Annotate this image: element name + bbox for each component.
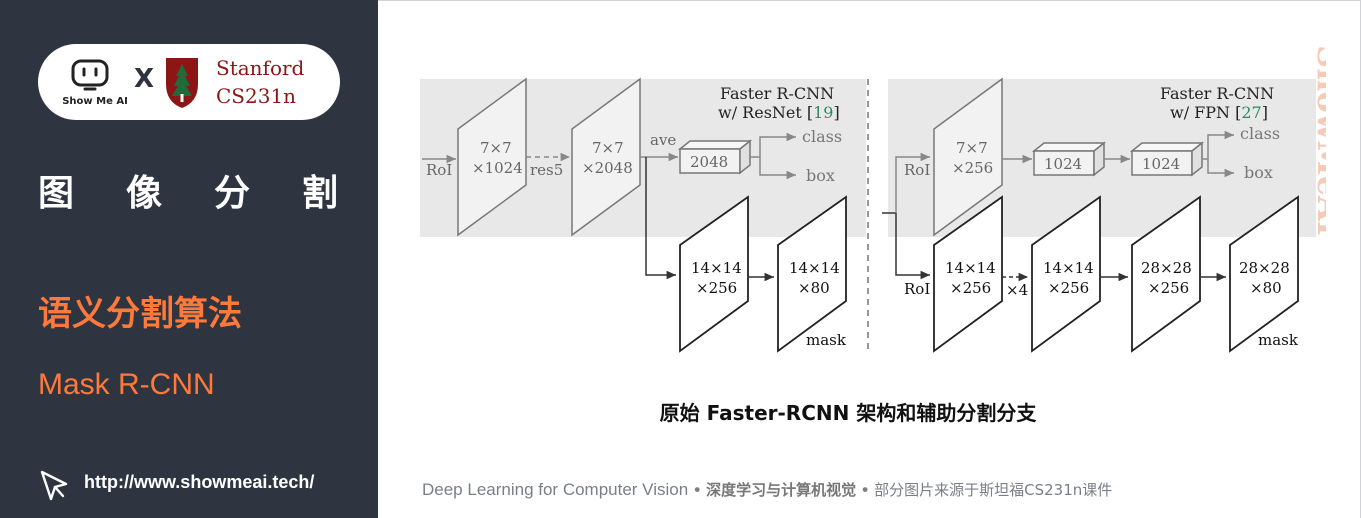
right-x4-label: ×4 (1006, 281, 1028, 299)
left-title-line1: Faster R-CNN (720, 84, 834, 103)
showmeai-robot-icon (71, 59, 109, 91)
right-vec1-front (1033, 150, 1095, 176)
stanford-tree-icon (166, 58, 198, 108)
footer-separator: • (694, 480, 701, 499)
left-box1-line1: 7×7 (480, 139, 512, 157)
watermark-text: ShowMeAI (1310, 45, 1326, 236)
footer-separator: • (862, 480, 869, 499)
left-box2-line2: ×2048 (582, 159, 633, 177)
website-link[interactable]: http://www.showmeai.tech/ (84, 472, 315, 492)
left-res5-label: res5 (530, 161, 563, 179)
logo-separator: X (134, 64, 155, 94)
right-m2-line1: 14×14 (1043, 259, 1094, 277)
logo-badge: Show Me AI X Stanford CS231n (38, 44, 340, 120)
right-roi-bottom-label: RoI (904, 280, 930, 298)
right-vec2-front (1131, 150, 1193, 176)
left-arrow-box (759, 157, 796, 180)
left-arrow-class (759, 132, 796, 157)
left-vector-box (677, 140, 753, 150)
right-m4-line2: ×80 (1250, 279, 1282, 297)
right-mask-box-4 (1229, 195, 1299, 353)
right-box1-line1: 7×7 (956, 139, 988, 157)
footer-course-en: Deep Learning for Computer Vision (422, 480, 689, 499)
cursor-pointer-icon (40, 470, 68, 501)
showmeai-watermark: ShowMeAI (1310, 45, 1326, 236)
sidebar: Show Me AI X Stanford CS231n 图 像 分 割 语义分… (0, 0, 378, 518)
left-ave-label: ave (650, 131, 676, 149)
right-m1-line1: 14×14 (945, 259, 996, 277)
right-vec1-label: 1024 (1044, 155, 1082, 173)
left-class-label: class (802, 127, 842, 146)
topic-heading: 语义分割算法 (38, 294, 242, 334)
right-arrow-class (1207, 130, 1234, 159)
footer-credit: 部分图片来源于斯坦福CS231n课件 (874, 481, 1113, 499)
right-m4-line1: 28×28 (1239, 259, 1290, 277)
slide-content: Faster R-CNN w/ ResNet [19] RoI 7×7 ×102… (378, 0, 1361, 518)
right-m3-line1: 28×28 (1141, 259, 1192, 277)
left-mask-label: mask (806, 331, 847, 349)
section-title-char: 分 (213, 173, 250, 214)
left-mask2-line2: ×80 (798, 279, 830, 297)
left-mask1-line2: ×256 (696, 279, 737, 297)
left-vector-side (739, 139, 751, 175)
left-feature-box-2 (571, 77, 641, 237)
stanford-name: Stanford (216, 56, 305, 80)
left-mask1-line1: 14×14 (691, 259, 742, 277)
left-box-label: box (806, 166, 835, 185)
right-vec2-label: 1024 (1142, 155, 1180, 173)
section-title-char: 图 (38, 173, 75, 214)
section-title: 图 像 分 割 (38, 164, 338, 216)
right-mask-label: mask (1258, 331, 1299, 349)
right-vec1-side (1093, 141, 1105, 177)
left-mask-box-1 (679, 195, 749, 353)
right-m2-line2: ×256 (1048, 279, 1089, 297)
left-box2-line1: 7×7 (592, 139, 624, 157)
left-feature-box-1 (457, 77, 527, 237)
right-box1-line2: ×256 (952, 159, 993, 177)
right-vec1-top (1031, 142, 1107, 152)
left-box1-line2: ×1024 (472, 159, 523, 177)
figure-caption: 原始 Faster-RCNN 架构和辅助分割分支 (659, 401, 1037, 425)
footer-course-cn: 深度学习与计算机视觉 (706, 481, 857, 499)
right-title-line2: w/ FPN [27] (1170, 103, 1268, 122)
left-mask2-line1: 14×14 (789, 259, 840, 277)
right-arrow-roi-bottom (895, 213, 930, 280)
right-vec2-top (1129, 142, 1205, 152)
left-arrow-mask-branch (645, 157, 676, 280)
mask-rcnn-architecture-diagram: Faster R-CNN w/ ResNet [19] RoI 7×7 ×102… (420, 77, 1316, 353)
showmeai-logo-text: Show Me AI (62, 96, 128, 107)
right-mask-box-1 (933, 195, 1003, 353)
right-class-label: class (1240, 124, 1280, 143)
right-mask-box-3 (1131, 195, 1201, 353)
right-arrow-box (1207, 159, 1234, 178)
course-code: CS231n (216, 84, 297, 108)
left-title-line2: w/ ResNet [19] (718, 103, 840, 122)
right-vec2-side (1191, 141, 1203, 177)
left-vector-label: 2048 (690, 153, 728, 171)
section-title-char: 像 (125, 173, 162, 214)
right-title-line1: Faster R-CNN (1160, 84, 1274, 103)
right-arrow-roi-top (895, 152, 930, 213)
footer: Deep Learning for Computer Vision • 深度学习与计… (422, 479, 1112, 500)
section-title-char: 割 (301, 173, 338, 214)
right-feature-box-1 (933, 77, 1003, 237)
right-roi-top-label: RoI (904, 161, 930, 179)
left-mask-box-2 (777, 195, 847, 353)
right-m3-line2: ×256 (1148, 279, 1189, 297)
subtopic-heading: Mask R-CNN (38, 368, 215, 401)
right-box-label: box (1244, 163, 1273, 182)
right-mask-box-2 (1031, 195, 1101, 353)
left-roi-label: RoI (426, 161, 452, 179)
right-m1-line2: ×256 (950, 279, 991, 297)
